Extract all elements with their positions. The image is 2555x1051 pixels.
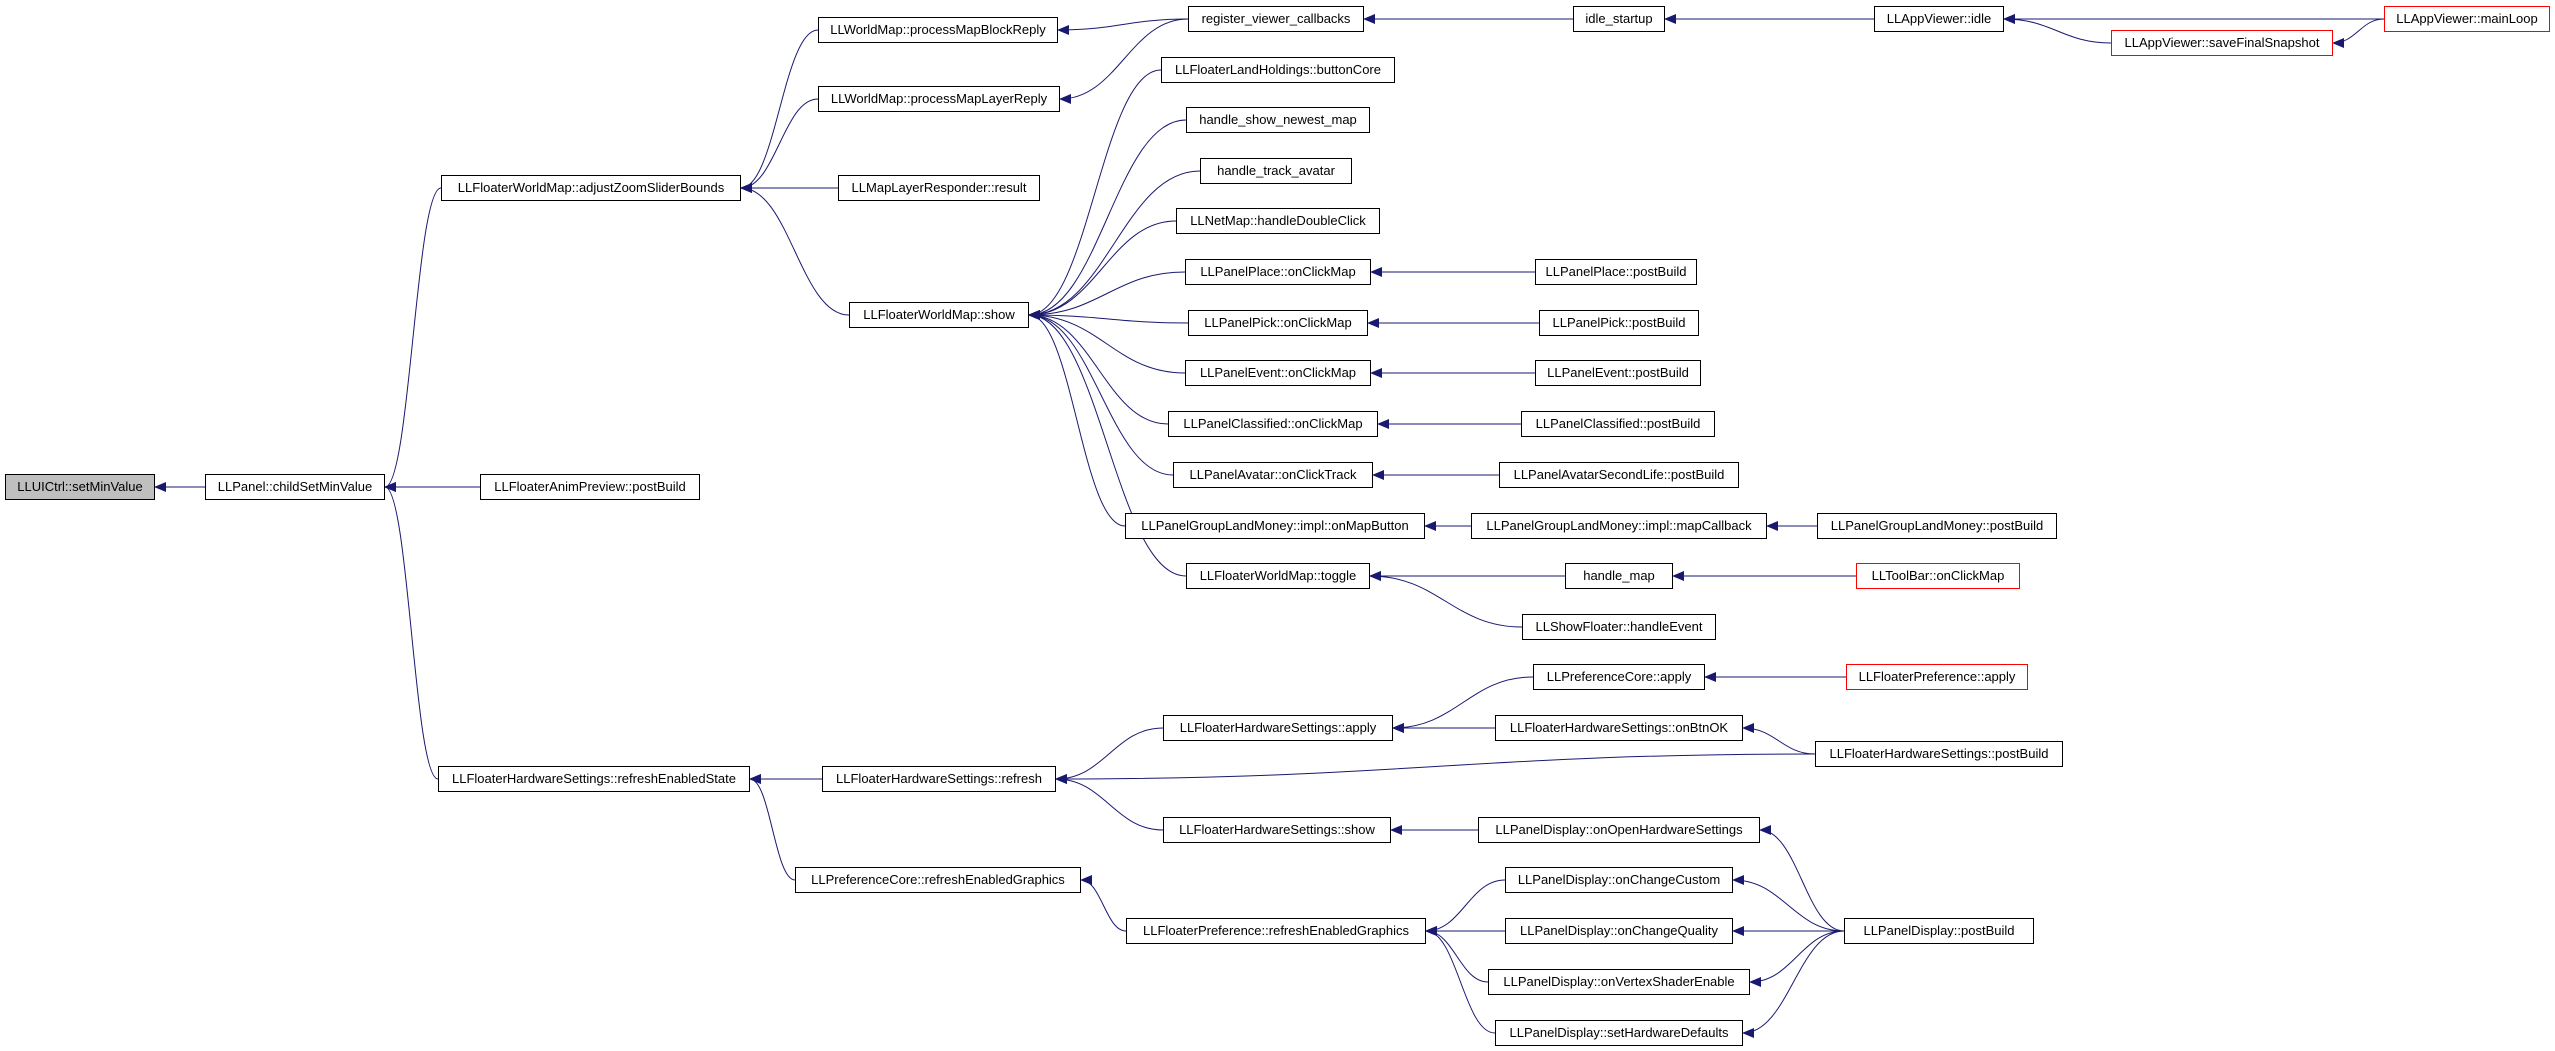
- edge-n5-n2: [740, 29, 819, 193]
- edge-n49-n45: [1425, 926, 1496, 1034]
- edge-n31-n8: [1028, 310, 1187, 577]
- node-llmaplayerresponder-result[interactable]: LLMapLayerResponder::result: [838, 175, 1040, 201]
- edge-n41-n39: [1055, 774, 1164, 831]
- edge-n43-n4: [749, 774, 796, 881]
- node-llfloaterpreference-refreshenabledgraphics[interactable]: LLFloaterPreference::refreshEnabledGraph…: [1126, 918, 1426, 944]
- node-llfloaterhardwaresettings-refreshenabledstate[interactable]: LLFloaterHardwareSettings::refreshEnable…: [438, 766, 750, 792]
- node-idle-startup[interactable]: idle_startup: [1573, 6, 1665, 32]
- node-llworldmap-processmapblockreply[interactable]: LLWorldMap::processMapBlockReply: [818, 17, 1058, 43]
- edge-n17-n8: [1028, 220, 1177, 320]
- edge-n2-n1: [384, 187, 442, 492]
- node-llfloaterhardwaresettings-onbtnok[interactable]: LLFloaterHardwareSettings::onBtnOK: [1495, 715, 1743, 741]
- node-llpaneldisplay-onchangecustom[interactable]: LLPanelDisplay::onChangeCustom: [1505, 867, 1733, 893]
- edge-n20-n8: [1028, 310, 1189, 324]
- node-llpanelavatar-onclicktrack[interactable]: LLPanelAvatar::onClickTrack: [1173, 462, 1373, 488]
- edge-n40-n39: [1055, 753, 1816, 784]
- node-register-viewer-callbacks[interactable]: register_viewer_callbacks: [1188, 6, 1364, 32]
- edge-n18-n8: [1028, 271, 1186, 320]
- node-llpreferencecore-refreshenabledgraphics[interactable]: LLPreferenceCore::refreshEnabledGraphics: [795, 867, 1081, 893]
- node-llpanelgrouplandmoney-impl-onmapbutton[interactable]: LLPanelGroupLandMoney::impl::onMapButton: [1125, 513, 1425, 539]
- edge-n47-n42: [1759, 825, 1845, 932]
- node-llappviewer-mainloop[interactable]: LLAppViewer::mainLoop: [2384, 6, 2550, 32]
- node-lltoolbar-onclickmap[interactable]: LLToolBar::onClickMap: [1856, 563, 2020, 589]
- node-lluictrl-setminvalue: LLUICtrl::setMinValue: [5, 474, 155, 500]
- edge-n9-n5: [1057, 18, 1189, 35]
- edge-n40-n38: [1742, 723, 1816, 755]
- node-llpanelclassified-postbuild[interactable]: LLPanelClassified::postBuild: [1521, 411, 1715, 437]
- node-llpanelpick-postbuild[interactable]: LLPanelPick::postBuild: [1539, 310, 1699, 336]
- edge-n9-n6: [1059, 18, 1189, 104]
- node-llpanelpick-onclickmap[interactable]: LLPanelPick::onClickMap: [1188, 310, 1368, 336]
- node-llpaneldisplay-onopenhardwaresettings[interactable]: LLPanelDisplay::onOpenHardwareSettings: [1478, 817, 1760, 843]
- node-llpanelplace-postbuild[interactable]: LLPanelPlace::postBuild: [1535, 259, 1697, 285]
- node-llpreferencecore-apply[interactable]: LLPreferenceCore::apply: [1533, 664, 1705, 690]
- node-llpanelevent-onclickmap[interactable]: LLPanelEvent::onClickMap: [1185, 360, 1371, 386]
- node-llfloateranimpreview-postbuild[interactable]: LLFloaterAnimPreview::postBuild: [480, 474, 700, 500]
- edge-n4-n1: [384, 482, 439, 780]
- edge-n45-n43: [1080, 875, 1127, 932]
- edge-n24-n8: [1028, 310, 1169, 425]
- edge-n35-n37: [1392, 676, 1534, 733]
- node-llpanelavatarsecondlife-postbuild[interactable]: LLPanelAvatarSecondLife::postBuild: [1499, 462, 1739, 488]
- edge-n15-n8: [1028, 119, 1187, 320]
- node-llpanelclassified-onclickmap[interactable]: LLPanelClassified::onClickMap: [1168, 411, 1378, 437]
- node-llfloaterhardwaresettings-refresh[interactable]: LLFloaterHardwareSettings::refresh: [822, 766, 1056, 792]
- node-handle-map[interactable]: handle_map: [1565, 563, 1673, 589]
- edge-n16-n8: [1028, 170, 1201, 320]
- node-llfloaterhardwaresettings-show[interactable]: LLFloaterHardwareSettings::show: [1163, 817, 1391, 843]
- edge-n47-n49: [1742, 930, 1845, 1038]
- node-llpaneldisplay-onvertexshaderenable[interactable]: LLPanelDisplay::onVertexShaderEnable: [1488, 969, 1750, 995]
- edge-n34-n31: [1369, 571, 1523, 628]
- node-llfloaterworldmap-adjustzoomsliderbounds[interactable]: LLFloaterWorldMap::adjustZoomSliderBound…: [441, 175, 741, 201]
- edge-n37-n39: [1055, 727, 1164, 784]
- edge-n47-n48: [1749, 930, 1845, 987]
- node-handle-show-newest-map[interactable]: handle_show_newest_map: [1186, 107, 1370, 133]
- edge-n44-n45: [1425, 879, 1506, 936]
- edge-n22-n8: [1028, 310, 1186, 374]
- node-llfloaterworldmap-show[interactable]: LLFloaterWorldMap::show: [849, 302, 1029, 328]
- edge-n13-n11: [2003, 14, 2112, 44]
- node-llfloaterworldmap-toggle[interactable]: LLFloaterWorldMap::toggle: [1186, 563, 1370, 589]
- edge-n6-n2: [740, 98, 819, 193]
- node-llfloaterlandholdings-buttoncore[interactable]: LLFloaterLandHoldings::buttonCore: [1161, 57, 1395, 83]
- node-llpanelgrouplandmoney-postbuild[interactable]: LLPanelGroupLandMoney::postBuild: [1817, 513, 2057, 539]
- node-llpanelgrouplandmoney-impl-mapcallback[interactable]: LLPanelGroupLandMoney::impl::mapCallback: [1471, 513, 1767, 539]
- node-llappviewer-savefinalsnapshot[interactable]: LLAppViewer::saveFinalSnapshot: [2111, 30, 2333, 56]
- edge-n14-n8: [1028, 69, 1162, 320]
- node-llpanel-childsetminvalue[interactable]: LLPanel::childSetMinValue: [205, 474, 385, 500]
- node-llfloaterhardwaresettings-apply[interactable]: LLFloaterHardwareSettings::apply: [1163, 715, 1393, 741]
- node-llnetmap-handledoubleclick[interactable]: LLNetMap::handleDoubleClick: [1176, 208, 1380, 234]
- node-llworldmap-processmaplayerreply[interactable]: LLWorldMap::processMapLayerReply: [818, 86, 1060, 112]
- edge-n47-n44: [1732, 875, 1845, 932]
- node-llshowfloater-handleevent[interactable]: LLShowFloater::handleEvent: [1522, 614, 1716, 640]
- node-llpaneldisplay-postbuild[interactable]: LLPanelDisplay::postBuild: [1844, 918, 2034, 944]
- node-llfloaterhardwaresettings-postbuild[interactable]: LLFloaterHardwareSettings::postBuild: [1815, 741, 2063, 767]
- node-llappviewer-idle[interactable]: LLAppViewer::idle: [1874, 6, 2004, 32]
- node-handle-track-avatar[interactable]: handle_track_avatar: [1200, 158, 1352, 184]
- edge-n12-n13: [2332, 18, 2385, 48]
- node-llpanelplace-onclickmap[interactable]: LLPanelPlace::onClickMap: [1185, 259, 1371, 285]
- node-llpaneldisplay-sethardwaredefaults[interactable]: LLPanelDisplay::setHardwareDefaults: [1495, 1020, 1743, 1046]
- node-llpaneldisplay-onchangequality[interactable]: LLPanelDisplay::onChangeQuality: [1505, 918, 1733, 944]
- edge-n48-n45: [1425, 926, 1489, 983]
- node-llfloaterpreference-apply[interactable]: LLFloaterPreference::apply: [1846, 664, 2028, 690]
- node-llpanelevent-postbuild[interactable]: LLPanelEvent::postBuild: [1535, 360, 1701, 386]
- edge-n8-n2: [740, 183, 850, 316]
- edge-n28-n8: [1028, 310, 1126, 527]
- edge-n26-n8: [1028, 310, 1174, 476]
